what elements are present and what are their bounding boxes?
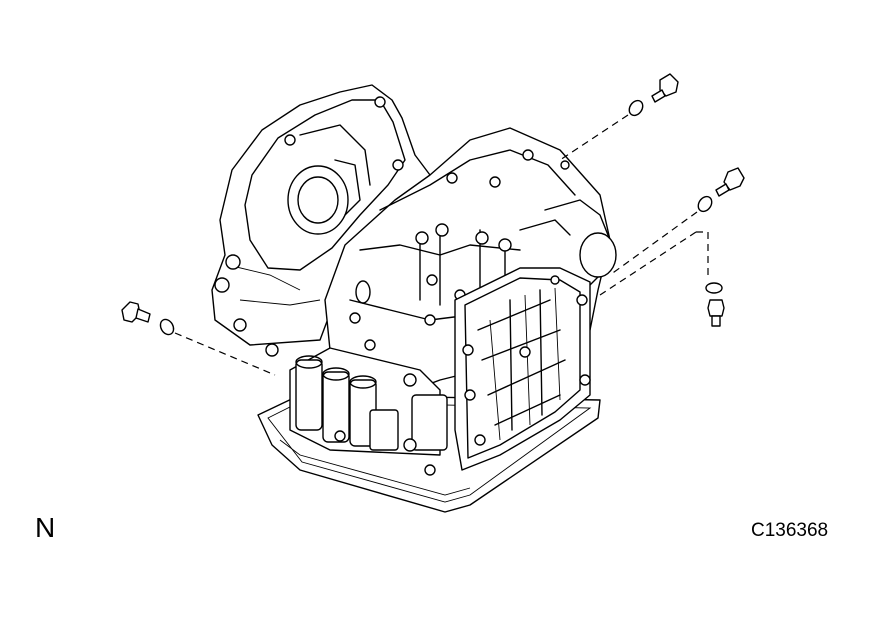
side-cover [454,267,591,471]
valve-body [289,347,448,476]
figure-number: C136368 [751,520,829,541]
plug-bolt-top [559,73,679,161]
view-label: N [35,512,56,543]
plug-bolt-left [121,301,276,376]
plug-bolt-lower [599,231,725,327]
converter-housing [211,84,431,357]
plug-bolt-right [609,167,745,276]
